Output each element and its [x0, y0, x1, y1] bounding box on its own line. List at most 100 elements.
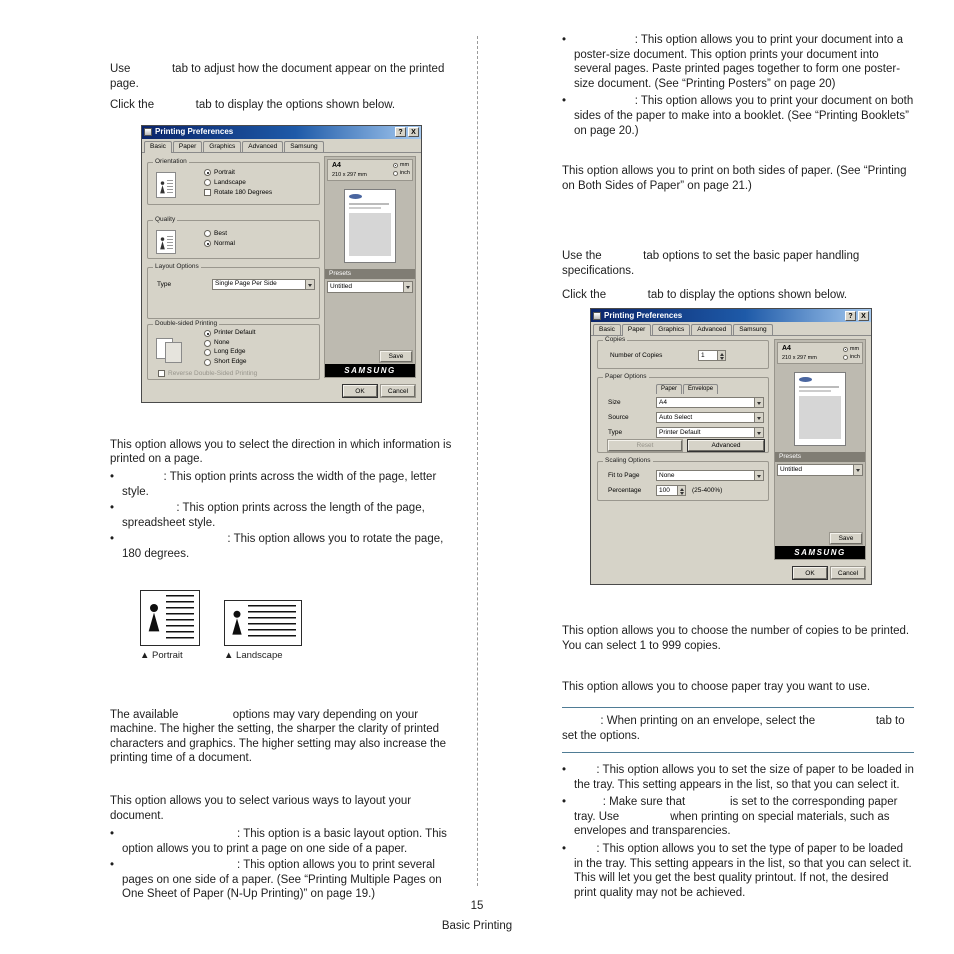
bullet-marker: • — [562, 95, 567, 108]
unit-inch-radio[interactable]: inch — [842, 353, 860, 361]
help-button[interactable]: ? — [395, 127, 406, 138]
radio-label: Landscape — [214, 178, 246, 186]
type-bullet: • : This option allows you to set the ty… — [562, 842, 914, 900]
radio-label: Portrait — [214, 168, 235, 176]
presets-select[interactable]: Untitled — [327, 280, 413, 293]
samsung-logo: SAMSUNG — [325, 363, 415, 377]
left-column: Use tab to adjust how the document appea… — [110, 62, 462, 902]
radio-label: None — [214, 338, 230, 346]
tab-advanced[interactable]: Advanced — [242, 140, 284, 152]
landscape-radio[interactable]: Landscape — [204, 178, 272, 188]
tab-samsung[interactable]: Samsung — [284, 140, 324, 152]
portrait-radio[interactable]: Portrait — [204, 168, 272, 178]
chevron-down-icon[interactable] — [403, 281, 412, 292]
percentage-spinner[interactable]: 100 — [656, 485, 686, 497]
quality-normal-radio[interactable]: Normal — [204, 239, 235, 249]
source-label: Source — [608, 414, 629, 422]
number-of-copies-spinner[interactable]: 1 — [698, 350, 726, 362]
chevron-down-icon[interactable] — [754, 471, 763, 481]
envelope-subtab[interactable]: Envelope — [683, 384, 719, 395]
spinner-arrows-icon[interactable] — [677, 486, 685, 496]
type-select[interactable]: Printer Default — [656, 427, 764, 439]
unit-inch-radio[interactable]: inch — [392, 170, 410, 178]
person-icon — [232, 610, 242, 635]
dialog-titlebar[interactable]: Printing Preferences ? X — [142, 125, 421, 139]
type-value: Printer Default — [659, 428, 701, 436]
ok-button[interactable]: OK — [343, 384, 377, 397]
duplex-long-edge-radio[interactable]: Long Edge — [204, 348, 256, 358]
cancel-button[interactable]: Cancel — [831, 567, 865, 580]
bullet-text: : This option allows you to set the type… — [574, 843, 912, 899]
cancel-button[interactable]: Cancel — [381, 384, 415, 397]
dialog-titlebar[interactable]: Printing Preferences ? X — [591, 309, 871, 323]
dialog-title: Printing Preferences — [155, 127, 234, 137]
paper-tab-click: Click the tab to display the options sho… — [562, 288, 848, 301]
bullet-text: : This option allows you to print your d… — [574, 95, 914, 137]
page-footer-title: Basic Printing — [441, 920, 513, 932]
source-select[interactable]: Auto Select — [656, 412, 764, 424]
spinner-arrows-icon[interactable] — [717, 351, 725, 361]
bullet-marker: • — [110, 502, 115, 515]
chevron-down-icon[interactable] — [754, 428, 763, 438]
close-button[interactable]: X — [858, 310, 869, 321]
printing-preferences-dialog-basic: Printing Preferences ? X Basic Paper Gra… — [141, 124, 422, 403]
percentage-label: Percentage — [608, 487, 642, 495]
copies-group-label: Copies — [603, 336, 628, 345]
unit-mm-radio[interactable]: mm — [392, 162, 410, 170]
text-lines-icon — [248, 604, 296, 641]
orientation-bullet: • : This option allows you to rotate the… — [110, 532, 462, 561]
layout-description: This option allows you to select various… — [110, 794, 412, 822]
duplex-printer-default-radio[interactable]: Printer Default — [204, 329, 256, 339]
printer-icon — [144, 128, 152, 137]
orientation-bullet: • : This option prints across the length… — [110, 501, 462, 530]
quality-preview-icon — [156, 229, 176, 254]
fit-to-page-select[interactable]: None — [656, 470, 764, 482]
radio-label: Best — [214, 229, 228, 237]
advanced-button[interactable]: Advanced — [688, 440, 764, 452]
save-button[interactable]: Save — [380, 350, 412, 362]
ok-button[interactable]: OK — [793, 567, 827, 580]
tab-basic[interactable]: Basic — [144, 140, 172, 153]
chevron-down-icon[interactable] — [853, 465, 862, 476]
help-button[interactable]: ? — [845, 310, 856, 321]
quality-best-radio[interactable]: Best — [204, 229, 235, 239]
size-select[interactable]: A4 — [656, 397, 764, 409]
radio-icon — [842, 346, 848, 352]
layout-type-select[interactable]: Single Page Per Side — [212, 278, 315, 290]
bullet-marker: • — [562, 843, 567, 856]
tab-graphics[interactable]: Graphics — [203, 140, 242, 152]
chevron-down-icon[interactable] — [754, 413, 763, 423]
unit-mm-radio[interactable]: mm — [842, 345, 860, 353]
size-label: Size — [608, 399, 621, 407]
note-box: : When printing on an envelope, select t… — [562, 706, 914, 754]
radio-icon — [204, 240, 211, 248]
bullet-text: : This option allows you to set the size… — [574, 764, 914, 791]
tab-paper[interactable]: Paper — [621, 324, 652, 337]
close-button[interactable]: X — [408, 127, 419, 138]
scaling-options-group: Scaling Options Fit to Page None Percent… — [597, 457, 769, 502]
tab-paper[interactable]: Paper — [172, 140, 203, 152]
quality-group-label: Quality — [153, 215, 178, 224]
presets-select[interactable]: Untitled — [777, 464, 863, 477]
checkbox-icon — [158, 370, 165, 378]
paper-subtab[interactable]: Paper — [656, 384, 683, 395]
landscape-figure-label: ▲ Landscape — [224, 649, 283, 661]
rotate-180-checkbox[interactable]: Rotate 180 Degrees — [204, 188, 272, 198]
chevron-down-icon[interactable] — [754, 398, 763, 408]
tab-graphics[interactable]: Graphics — [652, 324, 691, 336]
duplex-none-radio[interactable]: None — [204, 338, 256, 348]
tab-advanced[interactable]: Advanced — [691, 324, 733, 336]
bullet-marker: • — [110, 828, 115, 841]
duplex-short-edge-radio[interactable]: Short Edge — [204, 357, 256, 367]
chevron-down-icon[interactable] — [305, 279, 314, 289]
page-number: 15 — [470, 900, 484, 912]
scaling-options-group-label: Scaling Options — [603, 457, 653, 466]
tab-samsung[interactable]: Samsung — [733, 324, 773, 336]
tab-basic[interactable]: Basic — [593, 324, 621, 336]
reverse-duplex-checkbox[interactable]: Reverse Double-Sided Printing — [158, 369, 257, 379]
reset-button[interactable]: Reset — [608, 440, 682, 452]
printing-preferences-dialog-paper: Printing Preferences ? X Basic Paper Gra… — [590, 308, 872, 586]
save-button[interactable]: Save — [830, 533, 862, 545]
note-text: : When printing on an envelope, select t… — [562, 714, 905, 742]
